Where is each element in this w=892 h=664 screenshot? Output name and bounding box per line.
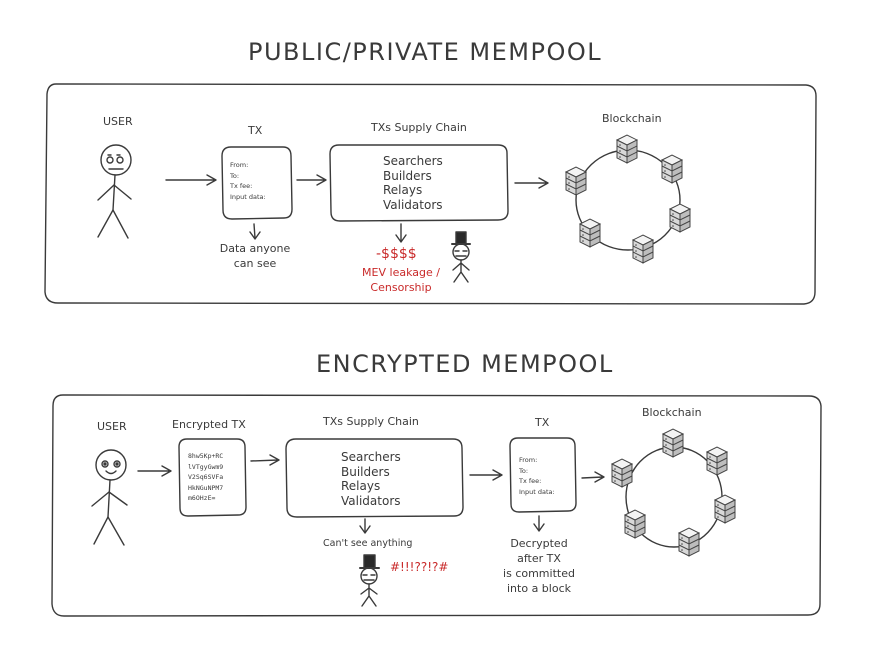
- public-user-label: USER: [103, 115, 133, 128]
- tx-field: From:: [230, 161, 249, 169]
- public-supply-chain-label: TXs Supply Chain: [371, 121, 467, 134]
- decrypted-note: Decrypted after TX is committed into a b…: [503, 537, 575, 595]
- public-data-note: Data anyone can see: [219, 242, 291, 270]
- encrypted-tx-label: Encrypted TX: [172, 418, 246, 431]
- encrypted-blockchain-label: Blockchain: [642, 406, 702, 419]
- tx-field: Input data:: [519, 487, 555, 496]
- encrypted-supply-chain-box: [285, 438, 464, 518]
- user-figure-icon: [97, 144, 132, 239]
- supply-chain-item: Searchers: [383, 154, 443, 168]
- public-supply-chain-list: Searchers Builders Relays Validators: [383, 154, 443, 212]
- arrow-icon: [137, 454, 605, 534]
- public-leak-amount: -$$$$: [376, 246, 417, 262]
- cipher-text: 8hw5Kp+RC lVTgyGwm9 V2Sq6SVFa HkNGuNPM7 …: [188, 452, 224, 502]
- public-tx-box: [221, 146, 293, 220]
- tx-field: Input data:: [230, 192, 266, 201]
- decrypted-tx-box: [509, 437, 577, 513]
- encrypted-user-label: USER: [97, 420, 127, 433]
- encrypted-tx-box: [178, 438, 247, 517]
- public-title: PUBLIC/PRIVATE MEMPOOL: [248, 38, 603, 66]
- encrypted-supply-chain-list: Searchers Builders Relays Validators: [341, 450, 401, 508]
- public-leak-note: MEV leakage / Censorship: [362, 266, 440, 294]
- public-panel-frame: [44, 83, 817, 305]
- tx-field: To:: [519, 466, 529, 475]
- mev-bot-figure-icon: [451, 231, 471, 283]
- tx-field: Tx fee:: [230, 182, 253, 190]
- public-blockchain-label: Blockchain: [602, 112, 662, 125]
- supply-chain-item: Searchers: [341, 450, 401, 464]
- supply-chain-item: Relays: [341, 479, 381, 493]
- arrow-icon: [165, 174, 549, 243]
- public-supply-chain-box: [329, 144, 509, 222]
- cant-see-note: Can't see anything: [323, 538, 413, 549]
- encrypted-panel-frame: [51, 394, 822, 617]
- server-stack-icon: [611, 428, 736, 557]
- encrypted-supply-chain-label: TXs Supply Chain: [323, 415, 419, 428]
- cursing-text: #!!!??!?#: [390, 560, 449, 574]
- tx-field: Tx fee:: [519, 477, 542, 485]
- supply-chain-item: Builders: [341, 464, 390, 479]
- user-figure-icon: [91, 449, 128, 546]
- public-tx-label: TX: [248, 124, 263, 137]
- encrypted-tx-label-2: TX: [535, 416, 550, 429]
- supply-chain-item: Builders: [383, 168, 432, 183]
- supply-chain-item: Validators: [383, 197, 443, 212]
- public-tx-fields: From: To: Tx fee: Input data:: [230, 160, 266, 202]
- supply-chain-item: Relays: [383, 183, 423, 197]
- encrypted-title: ENCRYPTED MEMPOOL: [316, 350, 614, 378]
- mev-bot-figure-icon: [359, 554, 380, 607]
- tx-field: From:: [519, 456, 538, 464]
- tx-field: To:: [230, 171, 240, 180]
- server-stack-icon: [565, 134, 691, 264]
- supply-chain-item: Validators: [341, 493, 401, 508]
- encrypted-tx-fields: From: To: Tx fee: Input data:: [519, 455, 555, 497]
